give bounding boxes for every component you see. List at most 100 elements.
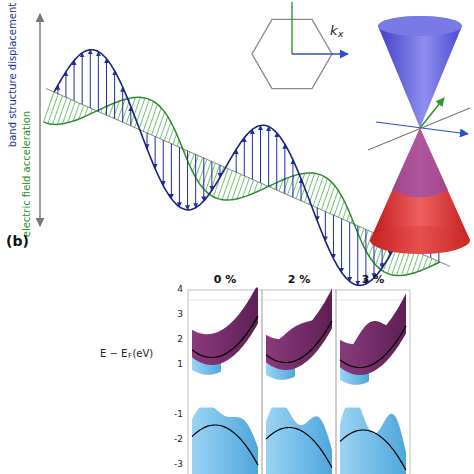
hatch-line xyxy=(160,117,168,139)
displacement-arrow xyxy=(90,50,91,108)
band-curve xyxy=(340,326,406,368)
displacement-arrow xyxy=(325,212,326,241)
displacement-arrow xyxy=(276,133,277,190)
band-curve xyxy=(192,316,258,358)
displacement-arrow xyxy=(203,158,204,201)
hatch-line xyxy=(135,98,145,127)
tick-label: 3 xyxy=(177,310,183,320)
axis-label: (eV) xyxy=(132,348,153,359)
displacement-arrow xyxy=(349,222,350,281)
band-surface xyxy=(266,408,332,474)
panel-gridline xyxy=(336,300,410,301)
hatch-line xyxy=(44,92,55,122)
hatch-line xyxy=(227,172,237,200)
tick-label: 4 xyxy=(177,285,183,295)
band-panel xyxy=(336,290,410,474)
displacement-arrow xyxy=(292,160,293,197)
hatch-line xyxy=(48,94,58,124)
displacement-arrow xyxy=(187,151,188,210)
field-wave xyxy=(44,97,441,275)
displacement-arrow xyxy=(163,140,164,185)
tick-label: -2 xyxy=(174,435,183,445)
axis-label: electric field acceleration xyxy=(21,111,32,237)
displacement-arrow xyxy=(65,72,66,97)
displacement-arrow xyxy=(171,144,172,199)
band-curve xyxy=(266,428,332,468)
band-surface xyxy=(340,293,406,375)
band-surface xyxy=(340,408,406,474)
hatch-line xyxy=(147,104,157,133)
axis-label: band structure displacement xyxy=(7,3,18,147)
hatch-line xyxy=(321,182,331,210)
axis-subscript: F xyxy=(128,353,132,361)
displacement-arrow xyxy=(155,137,156,169)
hatch-line xyxy=(156,112,165,137)
upper-cone xyxy=(378,16,462,128)
hatch-line xyxy=(330,190,338,213)
kx-axis xyxy=(292,53,348,54)
hatch-line xyxy=(305,173,315,202)
band-curve xyxy=(192,425,258,465)
band-panels xyxy=(188,288,410,474)
hatch-line xyxy=(237,176,245,199)
displacement-wave xyxy=(54,50,440,286)
displacement-arrow xyxy=(211,162,212,191)
band-panel xyxy=(262,288,336,474)
strain-label: 2 % xyxy=(288,274,311,286)
tick-label: -1 xyxy=(174,410,183,420)
hatch-line xyxy=(347,213,350,221)
strain-label: 3 % xyxy=(362,274,385,286)
hatch-line xyxy=(213,167,223,197)
ky-axis xyxy=(291,2,292,54)
hatch-line xyxy=(139,99,149,129)
hatch-line xyxy=(343,207,347,219)
displacement-arrow xyxy=(82,53,83,105)
strain-label: 0 % xyxy=(214,274,237,286)
band-surface xyxy=(192,288,258,366)
brillouin-zone xyxy=(252,2,348,89)
displacement-arrow xyxy=(74,61,75,101)
panel-frame xyxy=(336,290,410,474)
displacement-arrow xyxy=(301,179,302,201)
hatch-line xyxy=(407,251,415,275)
lower-cone xyxy=(370,128,470,254)
hatch-line xyxy=(130,97,140,125)
axis-label: E − E xyxy=(100,348,127,359)
cone-axis xyxy=(376,122,468,134)
displacement-arrow xyxy=(333,215,334,258)
hatch-line xyxy=(317,179,327,208)
hatch-line xyxy=(190,154,194,166)
axis-label: k xyxy=(330,24,338,38)
band-curve xyxy=(266,321,332,363)
band-curve xyxy=(340,430,406,470)
displacement-arrow xyxy=(284,144,285,194)
displacement-arrow xyxy=(195,154,196,207)
field-hatch xyxy=(44,92,437,275)
displacement-arrow xyxy=(106,59,107,115)
displacement-arrows xyxy=(58,50,439,286)
hatch-line xyxy=(62,99,71,123)
displacement-arrow xyxy=(260,125,261,182)
tick-label: 1 xyxy=(177,360,183,370)
tick-label: 2 xyxy=(177,335,183,345)
hatch-line xyxy=(326,186,335,212)
displacement-arrow xyxy=(122,87,123,122)
lower-cone-rim xyxy=(370,226,470,254)
hatch-line xyxy=(152,108,162,135)
hatch-line xyxy=(232,174,241,199)
panel-gridline xyxy=(262,300,336,301)
hatch-line xyxy=(199,159,207,182)
hatch-line xyxy=(57,98,66,125)
displacement-arrow xyxy=(268,127,269,187)
field-arrow xyxy=(420,98,444,128)
hatch-line xyxy=(313,176,323,206)
hatch-line xyxy=(173,134,177,145)
panel-label: (b) xyxy=(6,234,29,249)
displacement-arrow xyxy=(252,129,253,179)
hatch-line xyxy=(309,174,319,204)
hatch-line xyxy=(169,128,174,143)
hatch-line xyxy=(143,102,153,132)
